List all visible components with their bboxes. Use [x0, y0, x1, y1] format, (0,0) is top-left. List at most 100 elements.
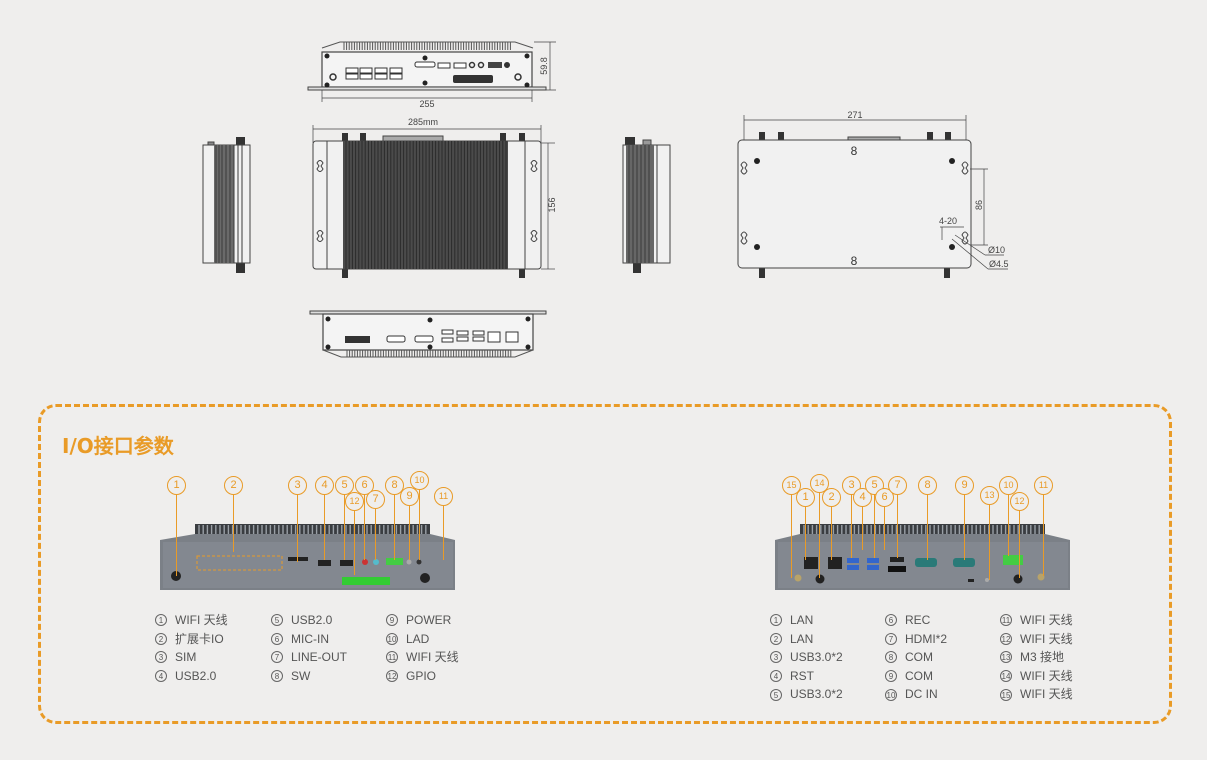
callout-8: 8 [918, 476, 937, 495]
lan-port [804, 557, 818, 569]
callout-leader-line [233, 495, 235, 552]
legend-number: 14 [1000, 670, 1012, 683]
legend-label: HDMI*2 [905, 631, 948, 646]
legend-number: 2 [155, 632, 167, 645]
callout-9: 9 [400, 487, 419, 506]
callout-leader-line [874, 495, 876, 558]
callout-8: 8 [385, 476, 404, 495]
dc-in-terminal [1003, 555, 1023, 565]
legend-item: 4 USB2.0 [155, 667, 271, 686]
com-port [915, 558, 937, 567]
legend-label: LAD [406, 631, 430, 646]
legend-number: 9 [386, 614, 398, 627]
dim-height-59-8: 59.8 [539, 57, 549, 75]
callout-leader-line [819, 493, 821, 578]
usb3-port [867, 558, 879, 563]
callout-leader-line [964, 495, 966, 560]
usb3-port [847, 558, 859, 563]
rear-view-drawing [309, 310, 547, 358]
legend-label: M3 接地 [1020, 650, 1065, 665]
legend-number: 5 [770, 688, 782, 701]
legend-number: 13 [1000, 651, 1012, 664]
callout-leader-line [297, 495, 299, 562]
callout-4: 4 [853, 488, 872, 507]
legend-label: RST [790, 668, 814, 683]
line-out-port [373, 559, 379, 565]
callout-leader-line [324, 495, 326, 560]
callout-leader-line [927, 495, 929, 560]
dim-width-285mm: 285mm [408, 117, 438, 127]
legend-number: 4 [770, 670, 782, 683]
legend-number: 4 [155, 670, 167, 683]
usb-port-group [345, 67, 403, 80]
callout-leader-line [897, 495, 899, 558]
callout-11: 11 [434, 487, 453, 506]
bottom-view-drawing: 271 8 8 86 4-20 Ø10 Ø4.5 [737, 110, 1009, 278]
legend-label: 扩展卡IO [175, 631, 224, 646]
callout-13: 13 [980, 486, 999, 505]
io-section-frame [38, 404, 1172, 724]
callout-leader-line [884, 507, 886, 550]
legend-label: WIFI 天线 [1020, 631, 1073, 646]
wifi-antenna-port [1037, 573, 1045, 581]
screw-label-bottom: 8 [851, 254, 858, 268]
legend-number: 11 [386, 651, 398, 664]
legend-item: 2 扩展卡IO [155, 630, 271, 649]
dim-width-271: 271 [847, 110, 862, 120]
legend-number: 5 [271, 614, 283, 627]
hdmi-port [890, 557, 904, 562]
legend-number: 8 [885, 651, 897, 664]
legend-label: WIFI 天线 [175, 613, 228, 627]
legend-label: COM [905, 650, 933, 665]
callout-4: 4 [315, 476, 334, 495]
dim-slot-4-20: 4-20 [939, 216, 957, 226]
legend-number: 11 [1000, 614, 1012, 627]
callout-6: 6 [355, 476, 374, 495]
callout-leader-line [851, 495, 853, 558]
usb2-port [318, 560, 331, 566]
switch-terminal [386, 558, 403, 565]
callout-leader-line [1043, 495, 1045, 576]
callout-leader-line [409, 506, 411, 560]
callout-5: 5 [335, 476, 354, 495]
ground-screw [985, 578, 989, 582]
expansion-card-area [196, 555, 283, 571]
legend-label: LAN [790, 613, 814, 627]
usb2-port [340, 560, 353, 566]
legend-label: USB3.0*2 [790, 687, 843, 702]
callout-leader-line [862, 507, 864, 550]
dim-width-255: 255 [419, 99, 434, 109]
wifi-antenna-port [794, 574, 802, 582]
dim-hole-d10: Ø10 [988, 245, 1005, 255]
dim-hole-d4-5: Ø4.5 [989, 259, 1009, 269]
legend-label: USB2.0 [175, 668, 217, 683]
top-view-drawing: 285mm 156 [312, 117, 557, 278]
legend-item: 4 RST [770, 667, 885, 686]
callout-leader-line [1008, 495, 1010, 556]
wifi-antenna-port [1013, 574, 1023, 584]
led-indicator [416, 559, 422, 565]
callout-leader-line [375, 509, 377, 560]
usb3-port [867, 565, 879, 570]
front-view-drawing: /* placeholder */ 255 59.8 [307, 41, 556, 109]
screw-label-top: 8 [851, 144, 858, 158]
legend-number: 7 [271, 651, 283, 664]
legend-label: DC IN [905, 687, 938, 702]
right-side-view-drawing [622, 137, 671, 273]
